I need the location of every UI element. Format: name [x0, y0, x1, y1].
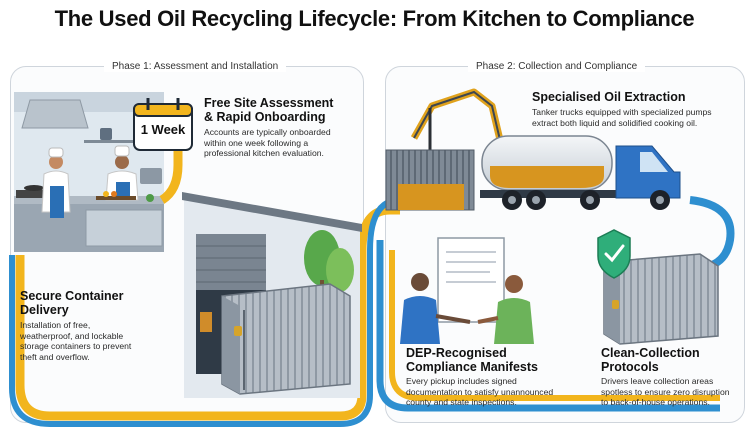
- kitchen-scene: [14, 92, 164, 252]
- clean-body-line-1: Drivers leave collection areas: [601, 376, 714, 386]
- extraction-title: Specialised Oil Extraction: [532, 90, 686, 104]
- manifests-body-line-1: Every pickup includes signed: [406, 376, 517, 386]
- manifests-title-line-1: DEP-Recognised: [406, 346, 507, 360]
- phase-1-label: Phase 1: Assessment and Installation: [104, 61, 287, 72]
- calendar-label: 1 Week: [140, 122, 186, 137]
- clean-title-line-2: Protocols: [601, 360, 659, 374]
- clean-container: [597, 229, 719, 345]
- step-clean-collection: Clean-Collection Protocols Drivers leave…: [601, 346, 746, 408]
- step-assessment: Free Site Assessment & Rapid Onboarding …: [204, 96, 364, 159]
- calendar-icon: [133, 98, 193, 151]
- step-extraction: Specialised Oil Extraction Tanker trucks…: [532, 90, 742, 128]
- extraction-body-line-1: Tanker trucks equipped with specialized …: [532, 107, 712, 117]
- manifests-body-line-2: documentation to satisfy unannounced: [406, 386, 554, 397]
- step-manifests: DEP-Recognised Compliance Manifests Ever…: [406, 346, 586, 408]
- container-body-line-3: storage containers to prevent: [20, 341, 132, 352]
- assessment-body-line-1: Accounts are typically onboarded: [204, 127, 331, 137]
- clean-title-line-1: Clean-Collection: [601, 346, 700, 360]
- extraction-body-line-2: extract both liquid and solidified cooki…: [532, 117, 698, 128]
- container-title-line-1: Secure Container: [20, 289, 124, 303]
- assessment-body-line-3: professional kitchen evaluation.: [204, 148, 324, 159]
- container-body-line-2: weatherproof, and lockable: [20, 330, 124, 341]
- warehouse-scene: [182, 192, 362, 398]
- clean-body-line-3: to back-of-house operations.: [601, 397, 710, 408]
- container-body-line-4: theft and overflow.: [20, 351, 90, 362]
- container-body-line-1: Installation of free,: [20, 320, 91, 330]
- manifest-handover: [400, 237, 534, 344]
- clean-body-line-2: spotless to ensure zero disruption: [601, 386, 730, 397]
- assessment-title-line-2: & Rapid Onboarding: [204, 110, 326, 124]
- assessment-body-line-2: within one week following a: [204, 137, 309, 148]
- assessment-title-line-1: Free Site Assessment: [204, 96, 334, 110]
- page-title: The Used Oil Recycling Lifecycle: From K…: [54, 6, 695, 31]
- tanker-truck: [385, 88, 681, 211]
- manifests-title-line-2: Compliance Manifests: [406, 360, 538, 374]
- phase-2-label: Phase 2: Collection and Compliance: [468, 61, 646, 72]
- container-title-line-2: Delivery: [20, 303, 69, 317]
- step-container-delivery: Secure Container Delivery Installation o…: [20, 289, 180, 362]
- manifests-body-line-3: county and state inspections.: [406, 397, 517, 408]
